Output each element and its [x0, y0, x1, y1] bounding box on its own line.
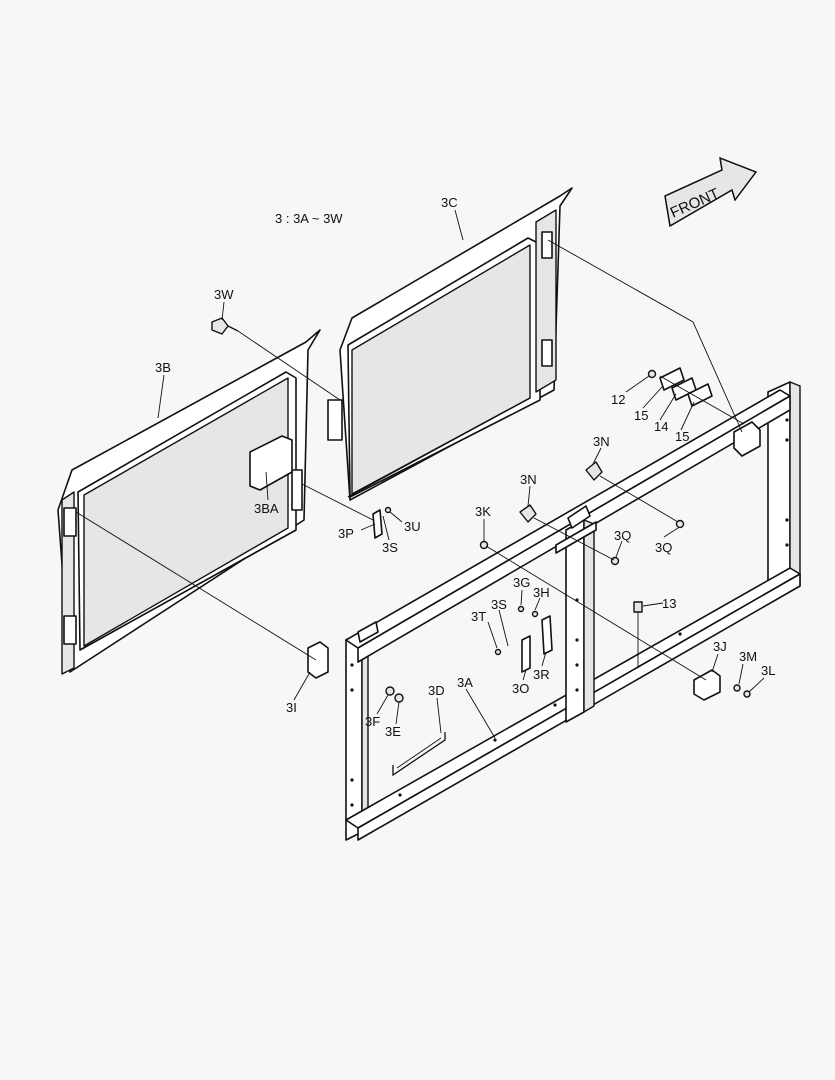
label-3Q-left: 3Q	[614, 528, 631, 543]
label-3N-right: 3N	[593, 434, 610, 449]
label-3G: 3G	[513, 575, 530, 590]
label-3P: 3P	[338, 526, 354, 541]
label-3D: 3D	[428, 683, 445, 698]
label-3F: 3F	[365, 714, 380, 729]
leader-lines	[157, 209, 765, 739]
label-13: 13	[662, 596, 676, 611]
label-3A: 3A	[457, 675, 473, 690]
assembly-lines	[75, 239, 745, 681]
callout-labels: 3C 3W 3B 3BA 3P 3S 3U 3I 3F 3E 3D 3A 3K …	[155, 195, 775, 739]
range-note: 3 : 3A ~ 3W	[275, 211, 343, 226]
label-3T: 3T	[471, 609, 486, 624]
label-3B: 3B	[155, 360, 171, 375]
label-3R: 3R	[533, 667, 550, 682]
front-arrow: FRONT	[664, 156, 758, 228]
label-12: 12	[611, 392, 625, 407]
main-frame-3A	[345, 381, 801, 841]
label-3E: 3E	[385, 724, 401, 739]
panel-3B	[57, 329, 321, 675]
label-3M: 3M	[739, 649, 757, 664]
label-3J: 3J	[713, 639, 727, 654]
label-3L: 3L	[761, 663, 775, 678]
label-3Q-right: 3Q	[655, 540, 672, 555]
label-3S-lower: 3S	[491, 597, 507, 612]
label-3C: 3C	[441, 195, 458, 210]
label-3U: 3U	[404, 519, 421, 534]
panel-3C	[327, 187, 573, 501]
rod-3D	[392, 732, 446, 777]
label-3S-upper: 3S	[382, 540, 398, 555]
label-14: 14	[654, 419, 668, 434]
block-3BA	[249, 435, 293, 491]
label-3N-left: 3N	[520, 472, 537, 487]
label-15-left: 15	[634, 408, 648, 423]
label-3O: 3O	[512, 681, 529, 696]
label-15-right: 15	[675, 429, 689, 444]
label-3W: 3W	[214, 287, 234, 302]
label-3H: 3H	[533, 585, 550, 600]
label-3BA: 3BA	[254, 501, 279, 516]
label-3K: 3K	[475, 504, 491, 519]
hardware	[211, 317, 751, 703]
label-3I: 3I	[286, 700, 297, 715]
